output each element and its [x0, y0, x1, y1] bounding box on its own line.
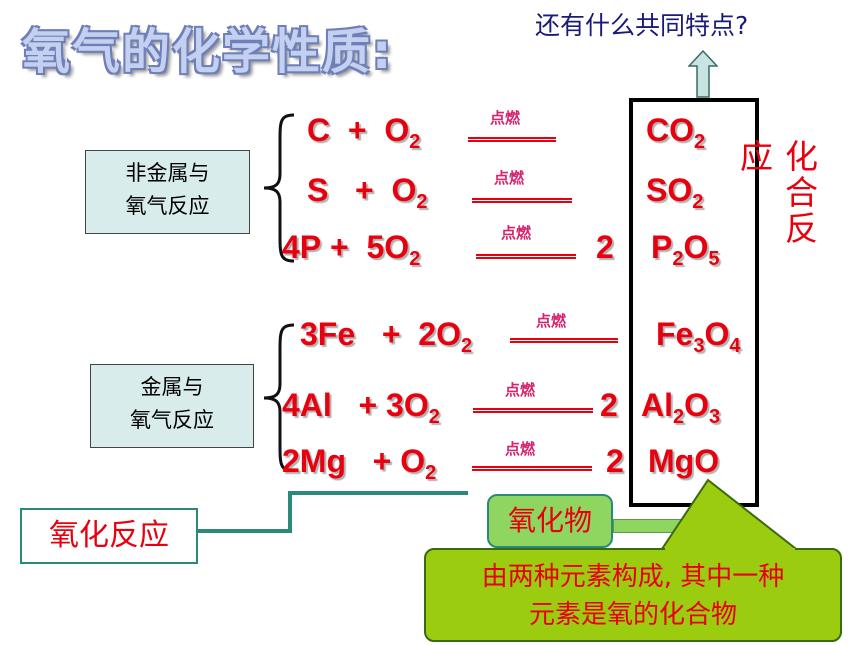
eq2-lhs: S + O2	[307, 172, 428, 213]
nonmetal-label-box: 非金属与 氧气反应	[85, 150, 250, 234]
nonmetal-label-line1: 非金属与	[125, 161, 210, 185]
eq6-lhs: 2Mg + O2	[282, 443, 437, 484]
eq6-product: MgO	[648, 443, 720, 479]
oxide-box: 氧化物	[487, 494, 613, 548]
eq3-lhs: 4P + 5O2	[282, 229, 421, 270]
metal-label-line2: 氧气反应	[130, 408, 214, 432]
eq4-lhs: 3Fe + 2O2	[300, 316, 473, 357]
oxidation-connector-h2	[288, 491, 468, 495]
eq3-product: P2O5	[651, 229, 720, 270]
eq3-equals	[476, 254, 576, 259]
side-text-fan: 反	[785, 209, 818, 248]
eq2-product: SO2	[646, 172, 704, 213]
eq1-lhs: C + O2	[307, 112, 421, 153]
callout-pointer	[658, 478, 802, 552]
eq6-equals	[472, 466, 592, 471]
eq6-condition: 点燃	[505, 440, 536, 458]
eq1-product: CO2	[646, 112, 706, 153]
eq1-condition: 点燃	[490, 109, 521, 127]
eq4-product: Fe3O4	[656, 316, 741, 357]
nonmetal-brace	[263, 113, 295, 263]
oxidation-connector-h1	[198, 529, 290, 533]
metal-label-box: 金属与 氧气反应	[90, 364, 254, 448]
eq5-equals	[473, 408, 593, 413]
eq5-condition: 点燃	[505, 381, 536, 399]
up-arrow-icon	[688, 50, 718, 98]
oxidation-connector-v	[288, 493, 292, 533]
eq5-product: Al2O3	[641, 387, 721, 428]
eq1-equals	[468, 137, 556, 142]
eq5-lhs: 4Al + 3O2	[282, 387, 440, 428]
metal-label-line1: 金属与	[140, 375, 204, 399]
callout-line2: 元素是氧的化合物	[528, 600, 737, 630]
nonmetal-label-line2: 氧气反应	[125, 194, 210, 218]
callout-line1: 由两种元素构成, 其中一种	[481, 562, 785, 592]
question-text: 还有什么共同特点?	[535, 11, 749, 40]
slide-title: 氧气的化学性质:	[22, 24, 394, 80]
side-text-he: 合	[785, 173, 818, 212]
eq6-coefficient: 2	[606, 443, 624, 479]
eq4-equals	[510, 338, 618, 343]
oxidation-reaction-box: 氧化反应	[20, 508, 198, 564]
eq5-coefficient: 2	[600, 387, 618, 423]
eq4-condition: 点燃	[536, 312, 567, 330]
eq2-condition: 点燃	[494, 169, 525, 187]
callout-seam	[665, 548, 795, 552]
definition-callout: 由两种元素构成, 其中一种 元素是氧的化合物	[424, 548, 842, 642]
eq3-coefficient: 2	[596, 229, 614, 265]
metal-brace	[263, 323, 295, 473]
eq3-condition: 点燃	[501, 224, 532, 242]
side-text-hua: 化	[785, 137, 818, 176]
eq2-equals	[472, 198, 572, 203]
side-text-ying: 应	[740, 137, 773, 176]
